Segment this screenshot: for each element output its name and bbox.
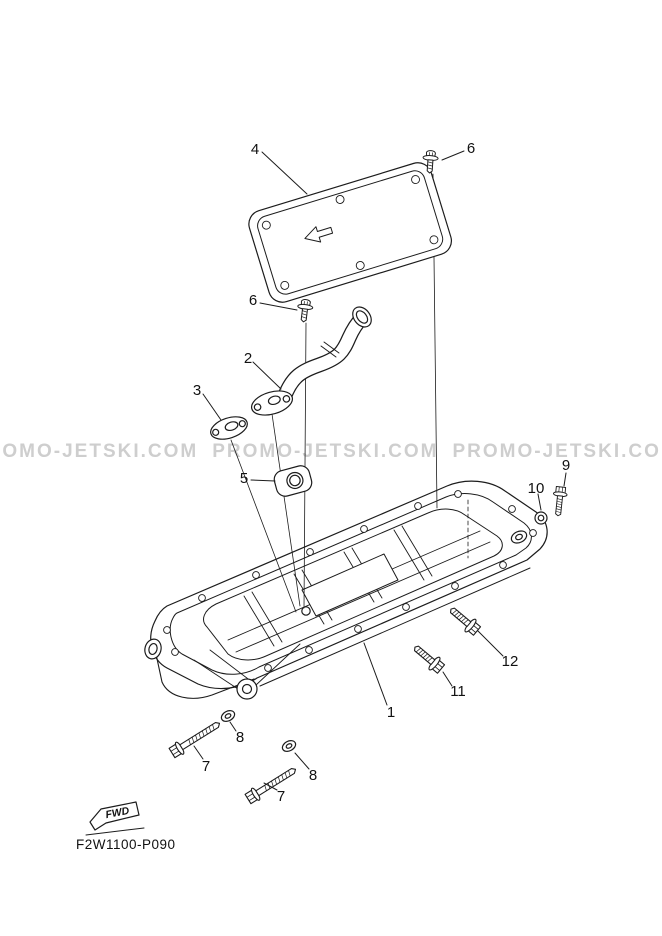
- bolt-7-right: [243, 762, 300, 806]
- cover-plate-holes: [261, 175, 439, 290]
- callout-5: 5: [240, 470, 248, 487]
- seal-grommet: [273, 465, 313, 497]
- cover-plate: [248, 162, 453, 303]
- watermark-text: PROMO-JETSKI.COM: [452, 441, 662, 462]
- watermark-text: PROMO-JETSKI.COM: [0, 441, 199, 462]
- pan-right-boss: [510, 530, 528, 544]
- callout-6-mid: 6: [249, 292, 257, 309]
- bolt-12: [445, 602, 483, 638]
- callout-numbers: 4 6 6 2 3 5 9 10 12 11 1 8 7 8 7: [193, 140, 570, 805]
- fwd-flag-icon: [89, 801, 140, 831]
- bolt-11: [409, 640, 447, 676]
- drain-boss: [236, 678, 258, 700]
- pan-left-boss: [144, 638, 162, 660]
- washer-8-right: [281, 740, 297, 752]
- oil-pan: [144, 480, 548, 700]
- fwd-label: FWD: [105, 805, 131, 821]
- pipe-gasket: [210, 416, 248, 440]
- fwd-marker: FWD: [85, 801, 145, 836]
- callout-6-top: 6: [467, 140, 475, 157]
- callout-leader-lines: [193, 150, 567, 791]
- oil-pipe: [250, 306, 372, 416]
- screw-6-mid: [295, 298, 315, 324]
- part-code: F2W1100-P090: [76, 837, 176, 852]
- flange-holes: [163, 490, 537, 672]
- callout-11: 11: [450, 683, 466, 700]
- callout-7-left: 7: [202, 758, 210, 775]
- washer-8-left: [220, 710, 236, 722]
- callout-3: 3: [193, 382, 201, 399]
- callout-1: 1: [387, 704, 395, 721]
- watermark-text: PROMO-JETSKI.COM: [212, 441, 439, 462]
- washer-10: [534, 511, 548, 525]
- callout-8-right: 8: [309, 767, 317, 784]
- callout-10: 10: [528, 480, 545, 497]
- callout-12: 12: [502, 653, 519, 670]
- callout-4: 4: [251, 141, 259, 158]
- direction-arrow-icon: [304, 226, 334, 243]
- watermark: PROMO-JETSKI.COM PROMO-JETSKI.COM PROMO-JE…: [0, 441, 662, 463]
- callout-9: 9: [562, 457, 570, 474]
- bolt-7-left: [167, 716, 224, 760]
- callout-8-left: 8: [236, 729, 244, 746]
- callout-2: 2: [244, 350, 252, 367]
- bolt-9: [550, 485, 569, 517]
- pipe-flange: [250, 390, 294, 416]
- callout-7-right: 7: [277, 788, 285, 805]
